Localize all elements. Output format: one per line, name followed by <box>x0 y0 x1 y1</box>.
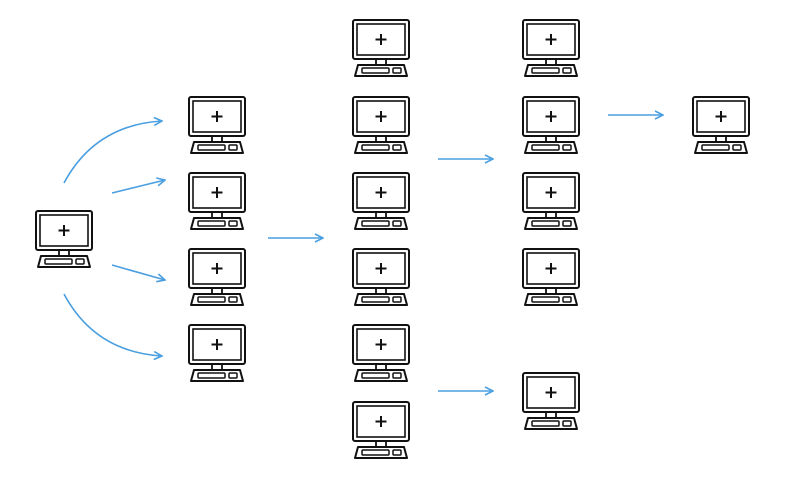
computer-icon-col4-5 <box>522 372 580 430</box>
arrow-4 <box>63 293 162 356</box>
computer-icon-col4-3 <box>522 172 580 230</box>
computer-icon-col4-4 <box>522 248 580 306</box>
computer-icon-col2-4 <box>188 324 246 382</box>
computer-icon-col5-1 <box>692 96 750 154</box>
arrow-3 <box>111 264 165 280</box>
computer-icon-col2-3 <box>188 248 246 306</box>
arrow-1 <box>63 121 162 184</box>
computer-icon-col1-1 <box>35 210 93 268</box>
computer-icon-col3-2 <box>352 96 410 154</box>
computer-icon-col3-4 <box>352 248 410 306</box>
computer-icon-col4-2 <box>522 96 580 154</box>
computer-icon-col2-2 <box>188 172 246 230</box>
computer-icon-col3-6 <box>352 401 410 459</box>
computer-icon-col3-1 <box>352 19 410 77</box>
computer-icon-col3-5 <box>352 324 410 382</box>
computer-icon-col2-1 <box>188 96 246 154</box>
computer-icon-col4-1 <box>522 19 580 77</box>
arrow-2 <box>111 180 165 194</box>
computer-icon-col3-3 <box>352 172 410 230</box>
